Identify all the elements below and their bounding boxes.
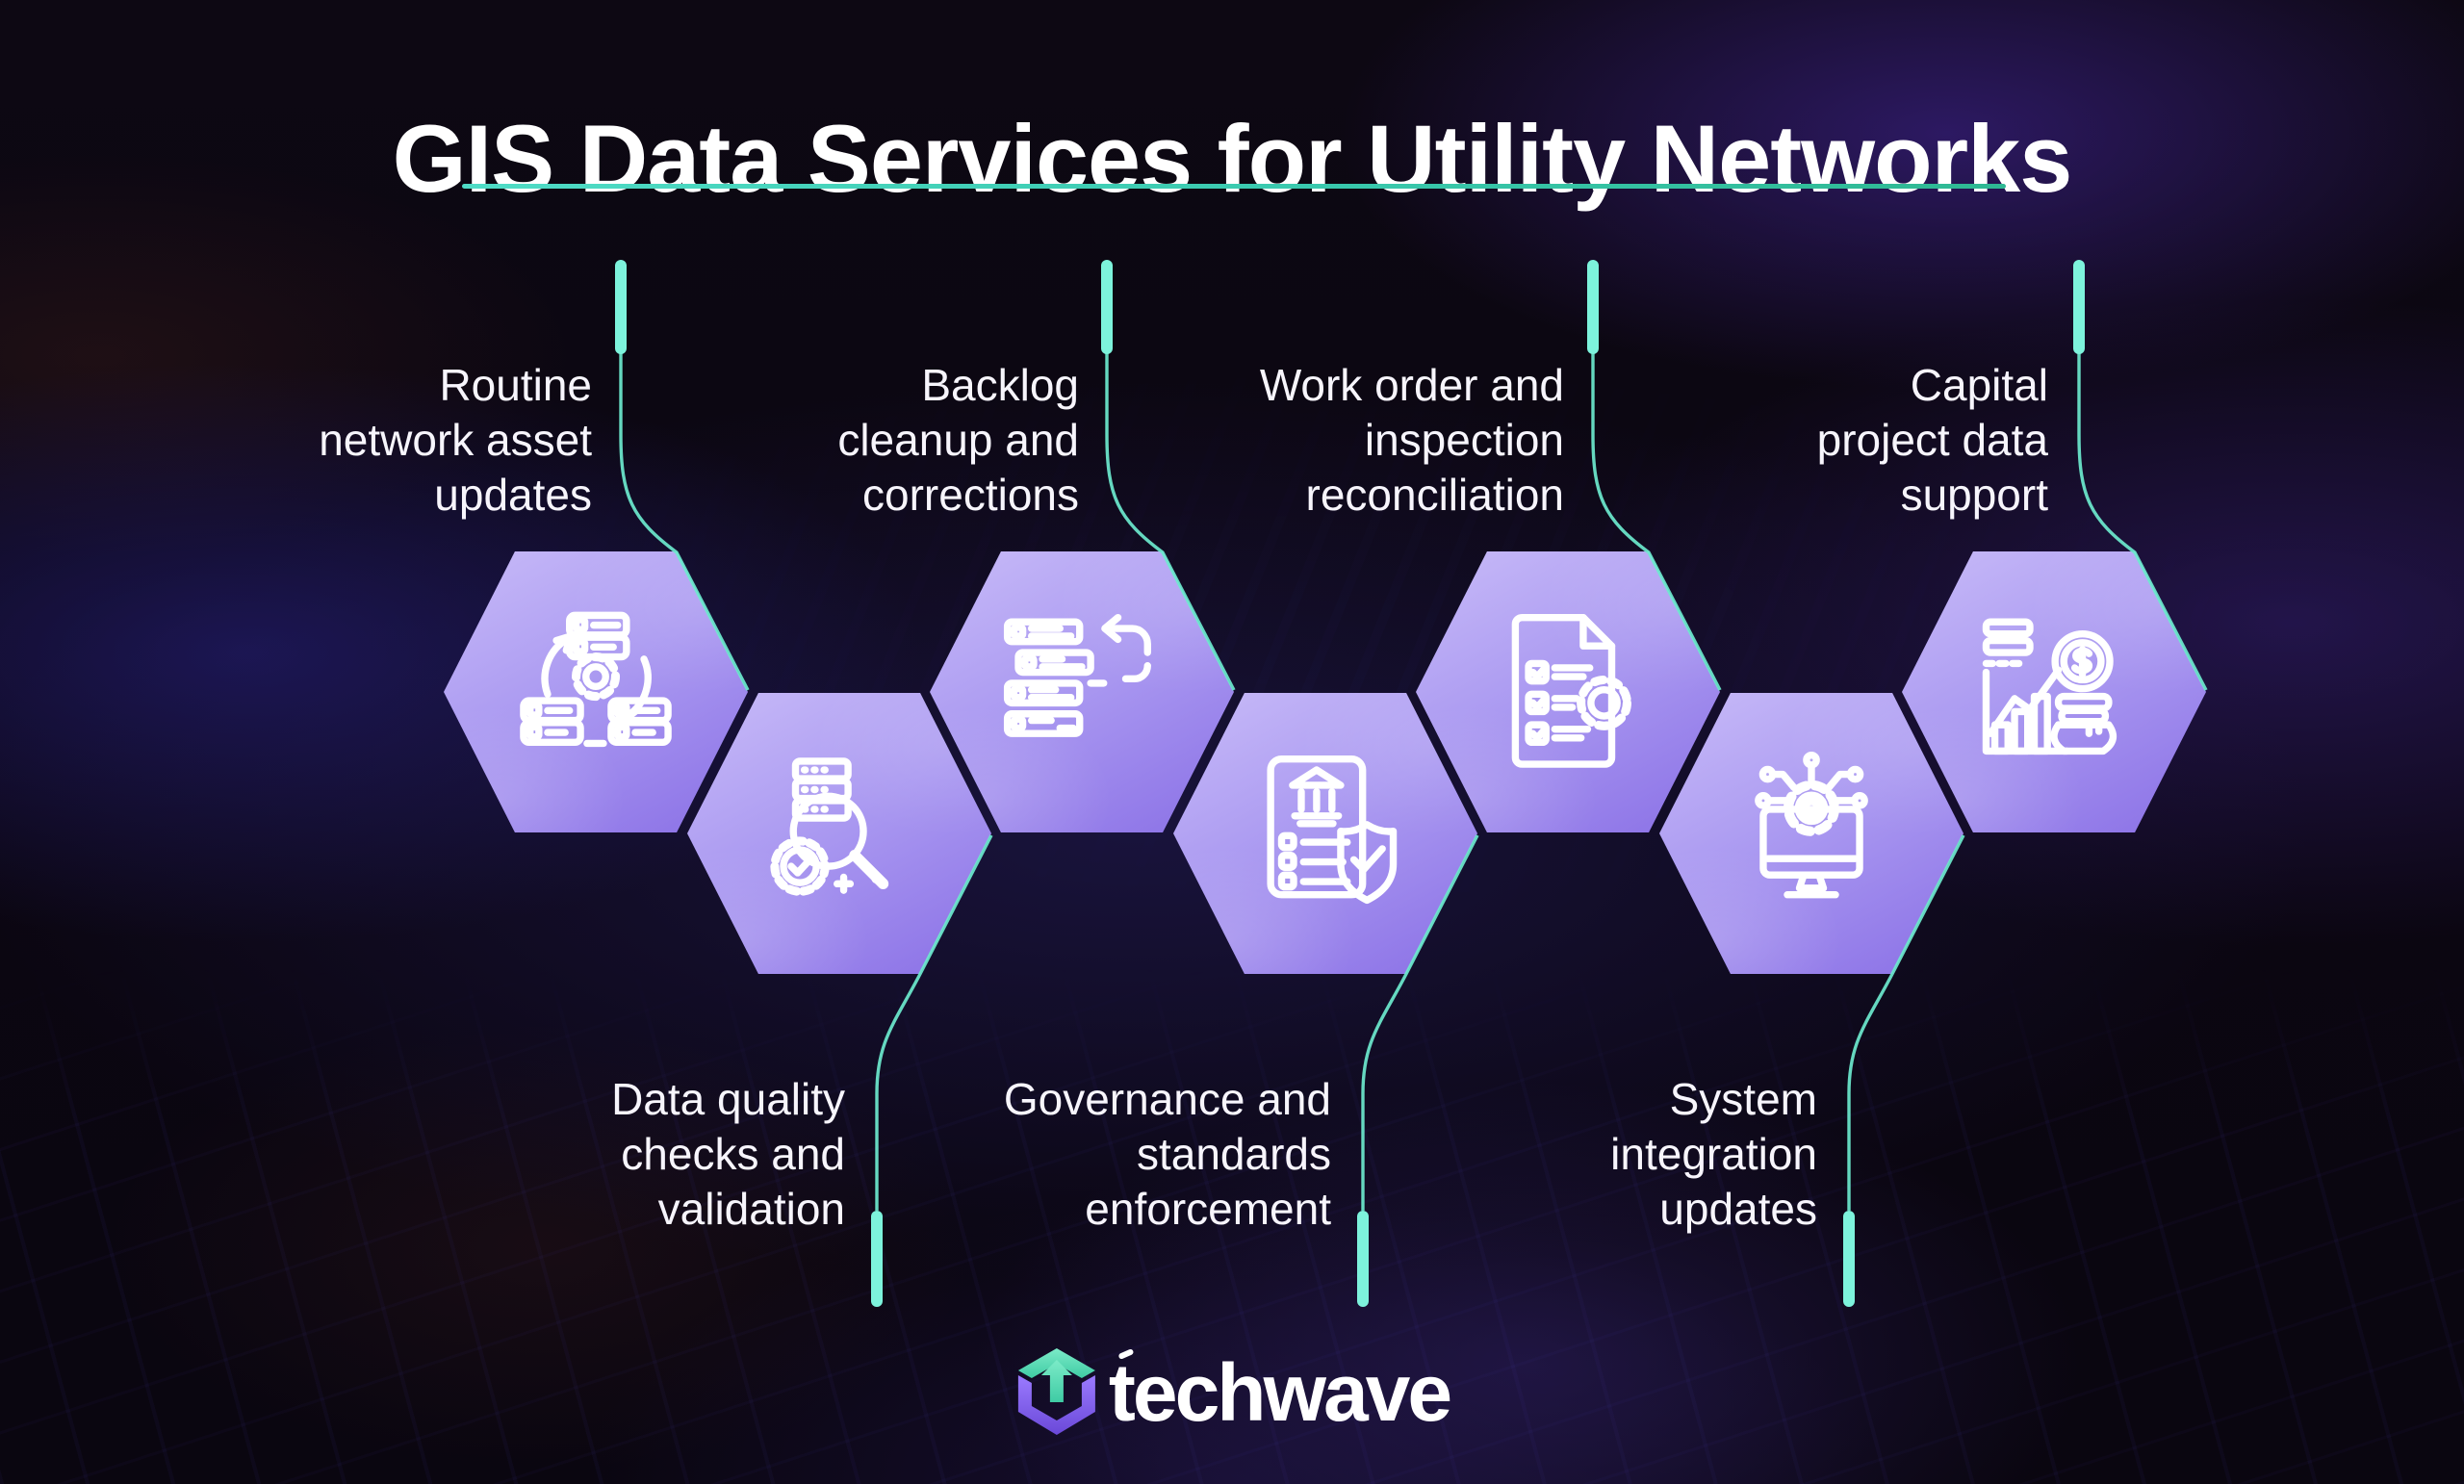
hexagon-routine-network-asset-updates [444, 551, 748, 832]
title-underline [462, 184, 2006, 189]
label-system-integration-updates: System integration updates [1610, 1074, 1817, 1234]
magnifier-server-check-icon [770, 757, 889, 896]
connector-work-order [1591, 350, 1722, 691]
connector-routine [619, 350, 750, 691]
finance-chart-coin-icon [1982, 618, 2118, 755]
policy-shield-check-icon [1267, 755, 1398, 905]
monitor-gear-circuit-icon [1755, 751, 1868, 899]
cap-data-quality [871, 1211, 883, 1307]
label-capital-project-data-support: Capital project data support [1816, 360, 2048, 520]
connector-governance [1361, 834, 1479, 1211]
server-rollback-icon [1003, 613, 1151, 737]
connector-system-integration [1847, 834, 1965, 1211]
label-data-quality-checks-and-validation: Data quality checks and validation [611, 1074, 845, 1234]
label-routine-network-asset-updates: Routine network asset updates [319, 360, 592, 520]
hexagon-data-quality-checks-and-validation [687, 693, 991, 974]
hexagon-governance-and-standards-enforcement [1173, 693, 1477, 974]
cap-work-order [1587, 260, 1599, 354]
page-title: GIS Data Services for Utility Networks [392, 105, 2073, 213]
techwave-logo: techwave [1014, 1345, 1452, 1440]
cap-governance [1357, 1211, 1369, 1307]
checklist-gear-icon [1511, 613, 1631, 768]
cap-capital [2073, 260, 2085, 354]
hexagon-capital-project-data-support [1902, 551, 2206, 832]
techwave-logo-mark [1017, 1348, 1095, 1435]
cap-backlog [1101, 260, 1113, 354]
hexagon-backlog-cleanup-and-corrections [930, 551, 1234, 832]
connector-data-quality [875, 834, 993, 1211]
connector-backlog [1105, 350, 1236, 691]
connector-capital [2077, 350, 2208, 691]
hexagon-work-order-and-inspection-reconciliation [1416, 551, 1720, 832]
techwave-logo-text: techwave [1108, 1347, 1452, 1438]
cap-system-integration [1843, 1211, 1855, 1307]
label-backlog-cleanup-and-corrections: Backlog cleanup and corrections [837, 360, 1079, 520]
database-sync-icon [520, 611, 672, 748]
hexagon-system-integration-updates [1659, 693, 1964, 974]
label-governance-and-standards-enforcement: Governance and standards enforcement [1003, 1074, 1331, 1234]
label-work-order-and-inspection-reconciliation: Work order and inspection reconciliation [1259, 360, 1564, 520]
cap-routine [615, 260, 627, 354]
